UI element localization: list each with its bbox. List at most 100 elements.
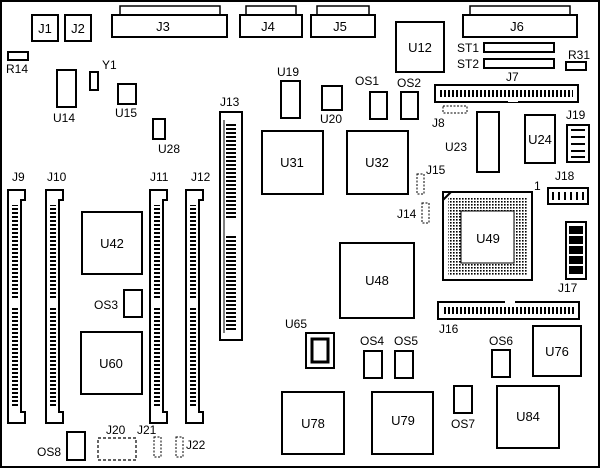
label-j16: J16 (439, 322, 459, 336)
st1-header (483, 42, 555, 53)
label-j3: J3 (156, 19, 170, 34)
u28-chip (152, 118, 166, 140)
label-os1: OS1 (355, 74, 379, 88)
label-os7: OS7 (451, 417, 475, 431)
os1-oscillator (369, 91, 388, 120)
os3-oscillator (123, 289, 143, 318)
j13-pins-bottom (226, 236, 236, 332)
j16-pins (443, 307, 574, 314)
j10-pins-top (50, 205, 56, 300)
u12-chip (395, 21, 445, 73)
label-u84: U84 (516, 409, 540, 424)
j7-pins (440, 90, 573, 97)
label-os3: OS3 (94, 298, 118, 312)
j4-connector (239, 14, 303, 38)
r31-resistor (565, 61, 587, 71)
label-j19: J19 (566, 108, 586, 122)
j11-pins-top (154, 205, 160, 300)
label-os5: OS5 (394, 334, 418, 348)
label-j20: J20 (106, 423, 126, 437)
label-os4: OS4 (360, 334, 384, 348)
j21-header (153, 436, 162, 458)
label-u31: U31 (280, 155, 304, 170)
label-y1: Y1 (102, 58, 117, 72)
j20-header (97, 437, 137, 461)
u60-chip (80, 331, 143, 395)
label-u24: U24 (528, 132, 552, 147)
u65-chip (305, 332, 335, 369)
label-os2: OS2 (397, 76, 421, 90)
u14-chip (56, 69, 77, 108)
label-u79: U79 (391, 413, 415, 428)
label-j12: J12 (191, 170, 211, 184)
r14-resistor (7, 51, 29, 61)
label-u49-pin1: 1 (534, 179, 541, 193)
j13-connector (219, 111, 243, 341)
label-u32: U32 (365, 155, 389, 170)
j5-flange (316, 5, 370, 15)
label-st1: ST1 (457, 41, 479, 55)
u79-chip (371, 391, 434, 455)
label-u48: U48 (365, 273, 389, 288)
label-j2: J2 (71, 21, 85, 36)
label-u60: U60 (99, 356, 123, 371)
label-os8: OS8 (37, 445, 61, 459)
j12-pins-top (190, 205, 196, 300)
os7-oscillator (453, 385, 473, 414)
label-u42: U42 (100, 236, 124, 251)
j17-pin-2 (569, 236, 583, 244)
j4-flange (245, 5, 297, 15)
j11-slot (149, 189, 168, 424)
j16-key (505, 300, 515, 304)
os4-oscillator (363, 350, 383, 379)
j6-flange (469, 5, 571, 15)
label-j8: J8 (432, 116, 445, 130)
u20-chip (321, 85, 343, 111)
j9-slot (7, 189, 26, 424)
label-r14: R14 (6, 62, 28, 76)
u19-chip (280, 80, 301, 119)
u76-chip (532, 325, 582, 377)
u48-chip (339, 242, 415, 319)
label-st2: ST2 (457, 57, 479, 71)
j17-pin-5 (569, 266, 583, 274)
u23-chip (476, 111, 500, 173)
j1-connector (31, 14, 59, 42)
label-u65: U65 (285, 317, 307, 331)
j3-flange (119, 5, 221, 15)
u32-chip (346, 130, 409, 195)
label-u14: U14 (53, 111, 75, 125)
label-j15: J15 (426, 163, 446, 177)
j7-key (508, 98, 518, 102)
label-j14: J14 (397, 207, 417, 221)
label-u23: U23 (445, 140, 467, 154)
label-u20: U20 (320, 112, 342, 126)
label-j11: J11 (150, 170, 169, 184)
j9-pins-bottom (12, 308, 18, 408)
os8-oscillator (66, 431, 86, 461)
label-j21: J21 (137, 423, 157, 437)
label-r31: R31 (568, 48, 590, 62)
label-j13: J13 (220, 95, 240, 109)
os5-oscillator (394, 350, 414, 379)
j15-header (416, 173, 425, 195)
u49-die (460, 210, 515, 264)
u24-chip (524, 114, 556, 164)
u31-chip (261, 130, 324, 195)
label-u19: U19 (277, 65, 299, 79)
u42-chip (81, 211, 143, 275)
u78-chip (281, 391, 345, 455)
j17-pin-1 (569, 226, 583, 234)
j9-pins-top (12, 205, 18, 300)
label-u12: U12 (408, 40, 432, 55)
j18-pins (552, 192, 584, 200)
label-u28: U28 (158, 142, 180, 156)
j3-connector (111, 14, 228, 38)
j2-connector (64, 14, 92, 42)
j22-header (175, 436, 184, 458)
j10-slot (45, 189, 64, 424)
j5-connector (310, 14, 376, 38)
label-j9: J9 (12, 170, 25, 184)
